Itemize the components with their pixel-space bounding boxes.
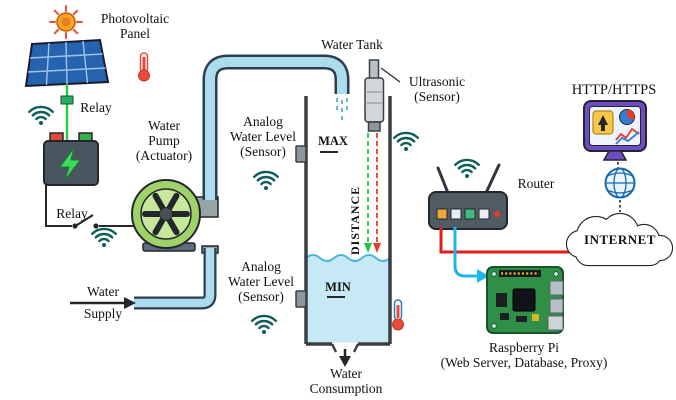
max-level-label: MAX — [318, 134, 348, 148]
raspberry-pi-board — [486, 266, 564, 334]
water-pump-label: Water Pump (Actuator) — [135, 118, 193, 164]
analog-level-sensor-top — [295, 145, 307, 163]
wifi-icon-ultrasonic — [393, 131, 419, 151]
distance-label: DISTANCE — [348, 185, 362, 255]
relay-switch — [45, 185, 134, 229]
router-label: Router — [517, 176, 555, 191]
distance-arrows — [364, 133, 381, 253]
water-consumption-arrow — [330, 343, 360, 367]
ultrasonic-sensor-label: Ultrasonic (Sensor) — [408, 74, 466, 105]
dashboard-monitor-icon — [583, 100, 647, 168]
water-pump-illustration — [131, 179, 219, 254]
relay-top-label: Relay — [80, 100, 112, 115]
wifi-icon-relay — [28, 105, 54, 125]
water-tank-label: Water Tank — [321, 37, 383, 52]
sun-icon — [49, 5, 83, 39]
router-illustration — [428, 163, 508, 230]
analog-level-sensor-bottom — [295, 290, 307, 308]
globe-icon — [604, 167, 636, 212]
wifi-icon-router — [454, 158, 480, 178]
water-supply-label: Water Supply — [83, 284, 123, 321]
wifi-icon-pump-relay — [91, 227, 117, 247]
pump-to-tank-pipe — [202, 54, 350, 200]
http-https-label: HTTP/HTTPS — [571, 82, 657, 98]
ultrasonic-sensor-illustration — [364, 59, 401, 132]
min-level-label: MIN — [325, 280, 351, 294]
internet-label: INTERNET — [584, 232, 656, 247]
ethernet-cable-blue — [453, 227, 489, 283]
ethernet-cable-red — [439, 227, 585, 254]
raspberry-pi-label: Raspberry Pi (Web Server, Database, Prox… — [440, 340, 608, 371]
analog-sensor-bottom-label: Analog Water Level (Sensor) — [228, 259, 294, 305]
water-supply-arrow — [70, 297, 136, 309]
water-drips — [336, 98, 348, 120]
water-supply-pipe — [134, 248, 217, 310]
tank-thermometer-icon — [392, 299, 404, 331]
solar-panel — [24, 38, 110, 88]
panel-thermometer-icon — [138, 52, 150, 82]
analog-sensor-top-label: Analog Water Level (Sensor) — [230, 114, 296, 160]
wifi-icon-analog-bottom — [251, 314, 277, 334]
lightning-icon — [59, 147, 81, 181]
solar-battery-wire — [60, 84, 74, 141]
water-tank-illustration — [295, 96, 392, 346]
tank-water — [306, 255, 390, 343]
battery — [43, 132, 99, 186]
internet-cloud — [565, 212, 674, 267]
wifi-icon-analog-top — [253, 170, 279, 190]
water-consumption-label: Water Consumption — [309, 366, 383, 397]
relay-bottom-label: Relay — [56, 206, 88, 221]
photovoltaic-panel-label: Photovoltaic Panel — [100, 11, 170, 42]
